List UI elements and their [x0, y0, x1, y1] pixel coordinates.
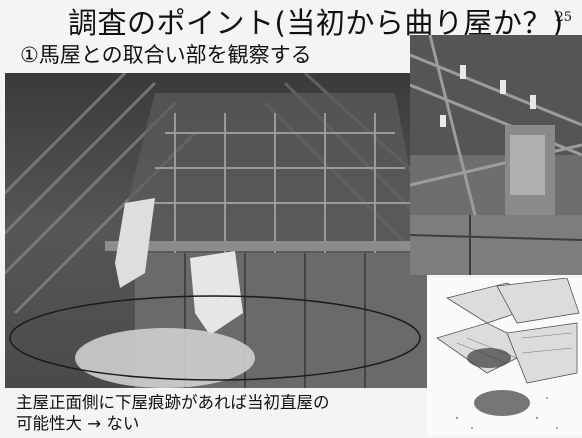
caption-line-2: 可能性大 → ない	[16, 414, 140, 433]
axonometric-diagram	[427, 278, 582, 436]
roof-structure-photo	[410, 35, 582, 275]
axonometric-diagram-icon	[436, 278, 580, 429]
slide-title: 調査のポイント(当初から曲り屋か？)	[68, 6, 564, 40]
caption-line-1: 主屋正面側に下屋痕跡があれば当初直屋の	[16, 393, 330, 412]
roof-structure-photo-icon	[410, 35, 582, 275]
attic-photo-icon	[5, 73, 427, 388]
caption: 主屋正面側に下屋痕跡があれば当初直屋の 可能性大 → ない	[16, 392, 416, 434]
page-number: 25	[555, 10, 572, 25]
attic-photo	[5, 73, 427, 388]
slide-subtitle: ①馬屋との取合い部を観察する	[20, 43, 312, 67]
